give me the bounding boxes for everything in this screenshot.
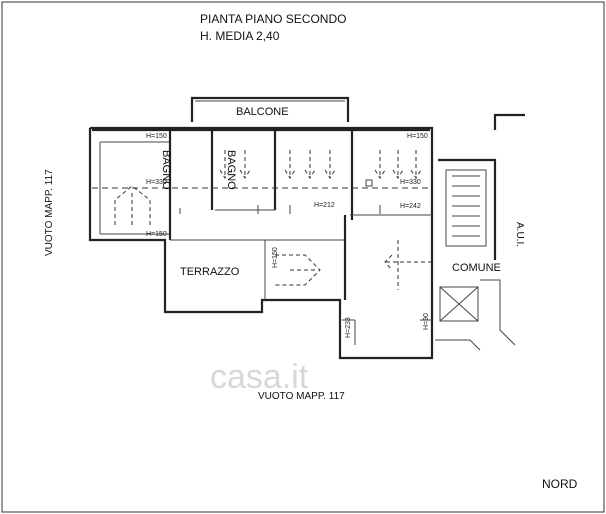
height-label: H=233 [345, 317, 352, 338]
height-label: H=150 [146, 231, 167, 238]
label-vuoto-left: VUOTO MAPP. 117 [44, 169, 55, 256]
plan-subtitle: H. MEDIA 2,40 [200, 29, 280, 43]
chimney-symbol [365, 179, 373, 187]
label-vuoto-bottom: VUOTO MAPP. 117 [258, 391, 345, 402]
balcone-area [190, 96, 350, 122]
apartment-walls [88, 126, 434, 360]
room-label-balcone: BALCONE [236, 106, 289, 118]
height-label: H=330 [400, 179, 421, 186]
height-label: H=90 [423, 313, 430, 330]
label-aui-right: A.U.I. [514, 222, 525, 247]
room-label-bagno-2: BAGNO [225, 150, 237, 190]
height-label: H=150 [146, 133, 167, 140]
room-label-terrazzo: TERRAZZO [180, 266, 240, 278]
room-label-bagno-1: BAGNO [160, 150, 172, 190]
room-label-comune: COMUNE [452, 262, 501, 274]
slope-arrows [114, 150, 432, 290]
north-label: NORD [542, 477, 578, 491]
height-label: H=150 [272, 247, 279, 268]
height-label: H=212 [314, 202, 335, 209]
height-label: H=330 [146, 179, 167, 186]
height-label: H=242 [400, 203, 421, 210]
watermark-logo: casa.it [210, 358, 309, 396]
height-label: H=150 [407, 133, 428, 140]
plan-title: PIANTA PIANO SECONDO [200, 12, 346, 26]
stairs-common [435, 113, 525, 351]
